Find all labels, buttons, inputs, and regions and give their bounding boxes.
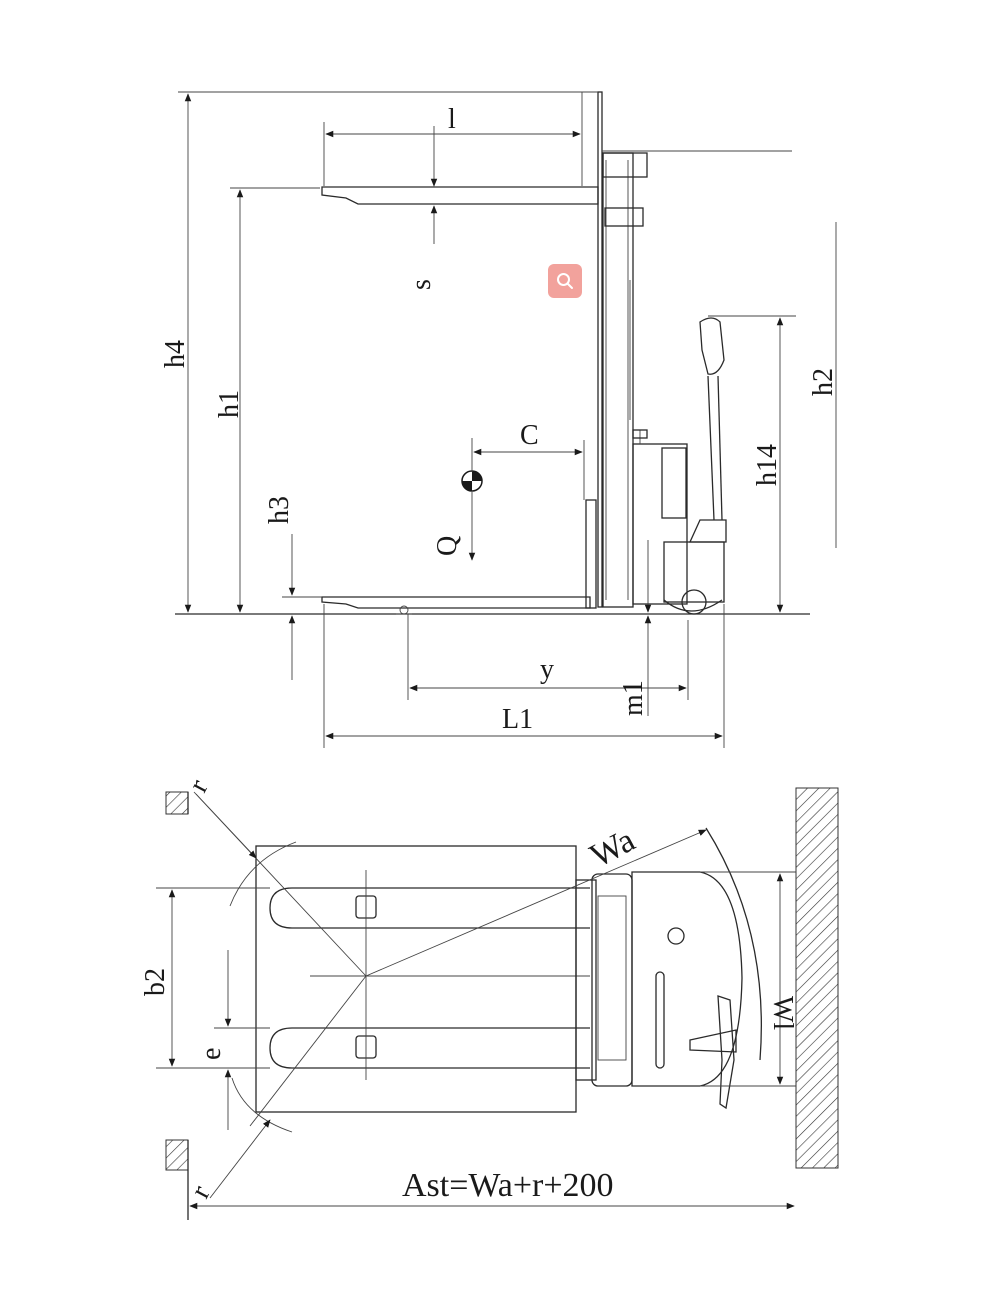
label-b2: b2	[140, 968, 171, 996]
dim-y	[407, 614, 689, 700]
dim-h4	[178, 91, 598, 613]
label-wi: Wl	[767, 996, 798, 1030]
forks-top	[269, 870, 590, 1080]
label-s: s	[406, 279, 437, 290]
raised-forks	[321, 186, 599, 205]
wall-bottom-left	[165, 1139, 189, 1171]
label-h2: h2	[808, 368, 839, 396]
side-view: l s h4 h1 h3 C Q h2 h14 y m1 L1	[160, 91, 839, 748]
lowered-forks	[321, 499, 597, 615]
dim-l	[323, 92, 583, 186]
arc-bottom-left	[231, 1077, 293, 1133]
label-h14: h14	[752, 444, 783, 486]
dim-e	[214, 950, 270, 1130]
label-y: y	[540, 654, 554, 685]
label-r-bottom: r	[185, 1180, 217, 1203]
label-h1: h1	[214, 390, 245, 418]
wall-right	[795, 787, 839, 1169]
label-q: Q	[432, 536, 463, 556]
search-icon	[557, 273, 573, 289]
label-h4: h4	[160, 340, 191, 368]
label-l1: L1	[502, 704, 533, 735]
label-e: e	[196, 1048, 227, 1060]
dim-h2	[602, 150, 837, 548]
pallet	[255, 845, 577, 1113]
truck-body	[632, 429, 688, 605]
label-ast: Ast=Wa+r+200	[402, 1167, 614, 1204]
label-c: C	[520, 420, 539, 451]
tiller	[688, 317, 727, 543]
mast	[597, 91, 648, 608]
label-m1: m1	[618, 680, 649, 716]
top-view: r r Wa b2 e Wl Ast=Wa+r+200	[140, 774, 839, 1220]
dim-b2	[156, 887, 270, 1069]
radius-lines	[193, 791, 707, 1199]
dim-h1	[230, 187, 320, 613]
drive-unit	[663, 541, 725, 615]
label-l: l	[448, 104, 456, 135]
dim-l1	[323, 604, 725, 748]
center-of-gravity-symbol	[461, 470, 483, 492]
dim-wi	[700, 871, 796, 1087]
image-search-button[interactable]	[548, 264, 582, 298]
wall-top-left	[165, 791, 189, 815]
arc-top-left	[229, 841, 297, 907]
dim-c	[471, 438, 585, 500]
label-h3: h3	[264, 496, 295, 524]
label-wa: Wa	[584, 822, 641, 876]
turning-arc	[705, 827, 762, 1061]
dim-h14	[708, 315, 796, 613]
truck-top	[575, 871, 743, 1110]
dim-h3	[282, 534, 322, 680]
